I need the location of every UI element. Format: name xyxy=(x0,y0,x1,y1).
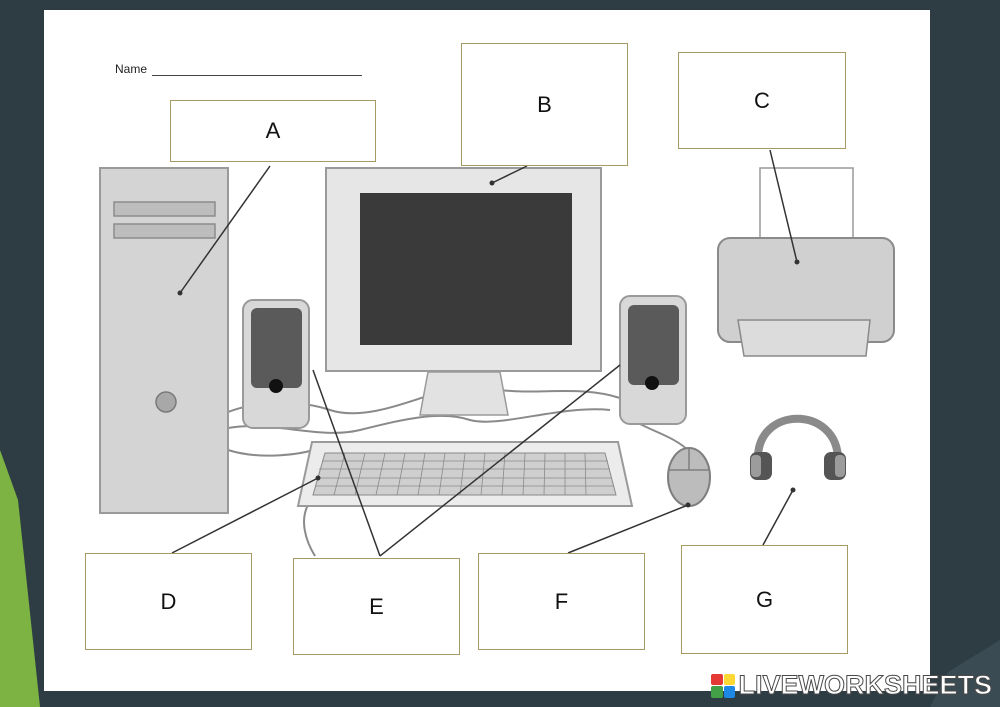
label-b: B xyxy=(537,91,552,117)
liveworksheets-logo-icon xyxy=(711,673,736,698)
brand-text: LIVEWORKSHEETS xyxy=(738,670,993,701)
label-d: D xyxy=(160,588,177,614)
label-e: E xyxy=(369,593,384,619)
label-box-f[interactable]: F xyxy=(478,553,645,650)
left-speaker xyxy=(242,299,310,429)
label-f: F xyxy=(554,588,569,614)
label-box-a[interactable]: A xyxy=(170,100,376,162)
label-box-g[interactable]: G xyxy=(681,545,848,654)
label-box-b[interactable]: B xyxy=(461,43,628,166)
pointer-lines xyxy=(171,149,798,557)
name-input-line[interactable] xyxy=(152,75,362,76)
label-box-e[interactable]: E xyxy=(293,558,460,655)
keyboard xyxy=(296,441,634,507)
printer xyxy=(717,167,895,357)
headphones xyxy=(750,414,846,480)
monitor xyxy=(325,167,602,416)
computer-tower xyxy=(99,167,229,514)
name-label: Name xyxy=(115,62,148,76)
pointer-arrowheads xyxy=(177,180,800,508)
label-g: G xyxy=(755,586,774,612)
cables xyxy=(227,389,691,557)
label-box-c[interactable]: C xyxy=(678,52,846,149)
liveworksheets-watermark: LIVEWORKSHEETS xyxy=(711,670,992,701)
label-box-d[interactable]: D xyxy=(85,553,252,650)
label-c: C xyxy=(754,87,770,113)
mouse xyxy=(667,447,711,507)
right-speaker xyxy=(619,295,687,425)
label-a: A xyxy=(265,118,281,143)
